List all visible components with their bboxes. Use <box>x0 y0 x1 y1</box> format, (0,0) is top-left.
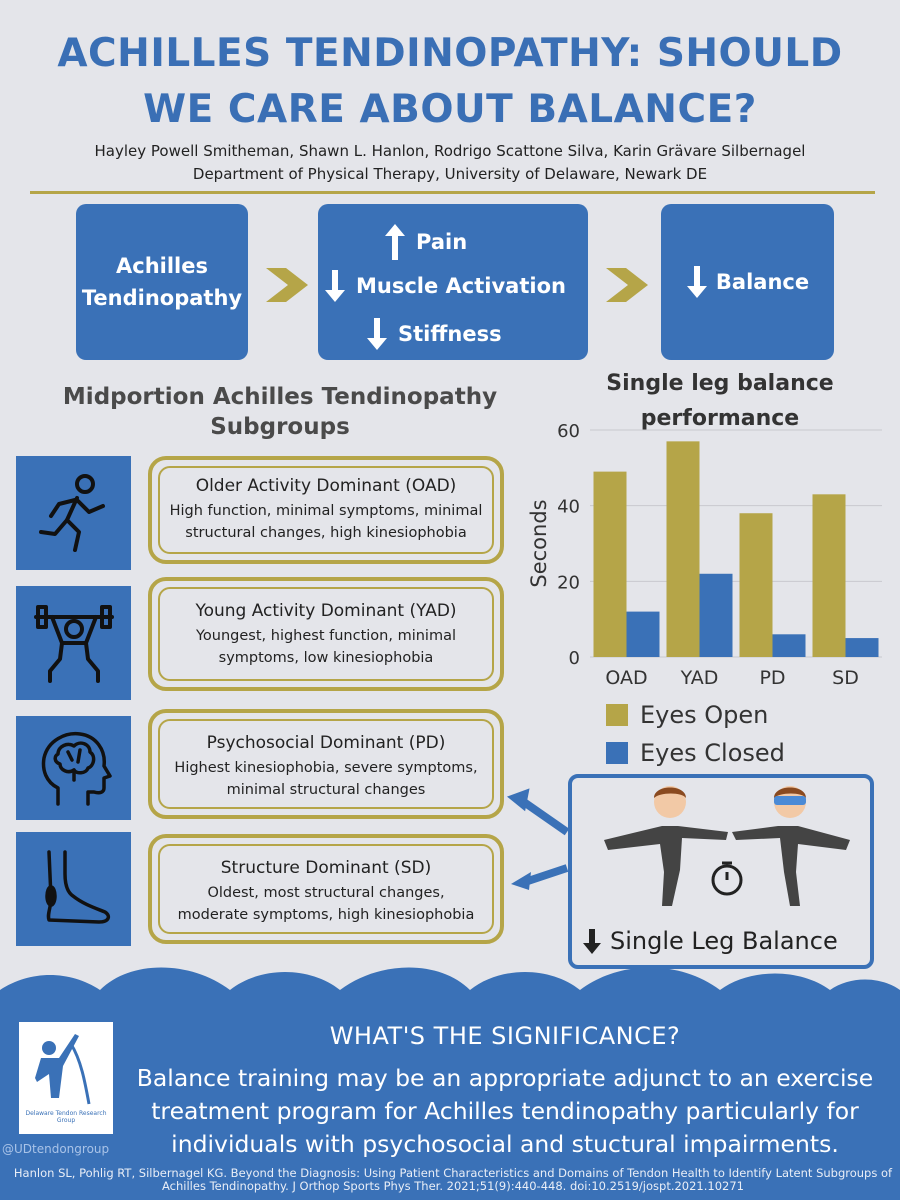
legend-swatch <box>606 704 628 726</box>
subgroup-description: Youngest, highest function, minimal symp… <box>160 625 492 669</box>
arrows-to-subgroups <box>506 788 570 890</box>
bar-eyes-open <box>666 441 700 657</box>
citation-line: Achilles Tendinopathy. J Orthop Sports P… <box>162 1179 744 1193</box>
subgroup-card-yad: Young Activity Dominant (YAD) Youngest, … <box>148 577 504 691</box>
y-tick-label: 0 <box>569 648 580 669</box>
arrow-down-icon <box>325 270 345 302</box>
subgroup-title: Structure Dominant (SD) <box>220 858 432 878</box>
flow-pain-label: Pain <box>416 230 468 254</box>
bar-eyes-closed <box>845 638 879 657</box>
y-tick-label: 20 <box>557 572 580 593</box>
authors-block: Hayley Powell Smitheman, Shawn L. Hanlon… <box>20 140 880 186</box>
logo-text: Delaware Tendon Research Group <box>25 1110 107 1124</box>
tendon-research-group-logo: Delaware Tendon Research Group <box>19 1022 113 1134</box>
flow-box-balance: Balance <box>661 204 834 360</box>
significance-background <box>0 967 900 1200</box>
subgroup-description: Highest kinesiophobia, severe symptoms, … <box>160 757 492 801</box>
subgroup-desc-line: moderate symptoms, high kinesiophobia <box>177 907 475 923</box>
subgroup-desc-line: High function, minimal symptoms, minimal <box>169 503 483 519</box>
x-tick-label: SD <box>832 667 859 689</box>
subgroup-desc-line: symptoms, low kinesiophobia <box>218 650 434 666</box>
flow-box-effects: Pain Muscle Activation Stiffness <box>318 204 588 360</box>
balance-figures-icon <box>604 786 850 906</box>
y-tick-label: 60 <box>557 421 580 442</box>
flow-box-achilles-line2: Tendinopathy <box>81 286 243 310</box>
significance-line: Balance training may be an appropriate a… <box>136 1064 874 1092</box>
poster-title: ACHILLES TENDINOPATHY: SHOULD WE CARE AB… <box>57 31 843 132</box>
significance-line: individuals with psychosocial and stuctu… <box>171 1130 839 1158</box>
citation-line: Hanlon SL, Pohlig RT, Silbernagel KG. Be… <box>13 1166 893 1180</box>
y-tick-label: 40 <box>557 497 580 518</box>
subgroups-heading: Midportion Achilles Tendinopathy Subgrou… <box>40 382 520 442</box>
flow-box-achilles-line1: Achilles <box>116 254 208 278</box>
single-leg-balance-label: Single Leg Balance <box>582 927 838 955</box>
subgroups-heading-line1: Midportion Achilles Tendinopathy <box>62 384 498 410</box>
subgroups-heading-line2: Subgroups <box>210 414 350 440</box>
x-tick-label: OAD <box>605 667 647 689</box>
significance-line: treatment program for Achilles tendinopa… <box>151 1097 859 1125</box>
flow-pain-row: Pain <box>384 222 467 262</box>
flow-box-achilles: Achilles Tendinopathy <box>76 204 248 360</box>
flow-balance-label: Balance <box>715 270 810 294</box>
chevron-right-icon <box>266 268 308 302</box>
arrow-down-icon <box>367 318 387 350</box>
author-list: Hayley Powell Smitheman, Shawn L. Hanlon… <box>94 142 806 160</box>
brain-head-icon <box>16 716 131 820</box>
bar-eyes-closed <box>626 611 660 657</box>
subgroup-card-oad: Older Activity Dominant (OAD) High funct… <box>148 456 504 564</box>
flow-muscle-label: Muscle Activation <box>356 274 566 298</box>
bar-eyes-open <box>739 513 773 657</box>
x-tick-label: PD <box>759 667 785 689</box>
x-tick-label: YAD <box>680 667 719 689</box>
bar-eyes-open <box>812 494 846 657</box>
flow-muscle-row: Muscle Activation <box>324 268 566 304</box>
subgroup-card-sd: Structure Dominant (SD) Oldest, most str… <box>148 834 504 944</box>
department: Department of Physical Therapy, Universi… <box>192 165 708 183</box>
weightlifter-icon <box>16 586 131 700</box>
bar-eyes-closed <box>772 634 806 657</box>
citation: Hanlon SL, Pohlig RT, Silbernagel KG. Be… <box>6 1167 900 1193</box>
arrow-up-icon <box>385 224 405 260</box>
subgroup-title: Older Activity Dominant (OAD) <box>195 476 457 496</box>
subgroup-desc-line: Oldest, most structural changes, <box>207 885 445 901</box>
subgroup-title: Young Activity Dominant (YAD) <box>195 601 457 621</box>
logo-figure-icon <box>35 1034 91 1105</box>
title-divider <box>30 191 875 194</box>
subgroup-desc-line: Youngest, highest function, minimal <box>195 628 456 644</box>
subgroup-title: Psychosocial Dominant (PD) <box>206 733 446 753</box>
bar-eyes-closed <box>699 573 733 657</box>
runner-icon <box>16 456 131 570</box>
subgroup-desc-line: Highest kinesiophobia, severe symptoms, <box>174 760 478 776</box>
legend-label: Eyes Closed <box>640 739 785 767</box>
twitter-handle[interactable]: @UDtendongroup <box>2 1142 110 1156</box>
balance-bar-chart: Single leg balance performance 0 20 40 60Seco… <box>527 371 882 767</box>
chevron-right-icon <box>606 268 648 302</box>
arrow-down-icon <box>686 266 707 298</box>
subgroup-description: Oldest, most structural changes, moderat… <box>160 882 492 926</box>
chart-title-line1: Single leg balance <box>606 371 833 396</box>
significance-body: Balance training may be an appropriate a… <box>110 1062 900 1161</box>
legend-label: Eyes Open <box>640 701 768 729</box>
arrow-down-icon <box>583 929 601 954</box>
legend-swatch <box>606 742 628 764</box>
chart-title-line2: performance <box>641 406 799 431</box>
flow-stiffness-label: Stiffness <box>398 322 502 346</box>
subgroup-desc-line: minimal structural changes <box>226 782 426 798</box>
significance-title: WHAT'S THE SIGNIFICANCE? <box>329 1022 681 1050</box>
subgroup-card-pd: Psychosocial Dominant (PD) Highest kines… <box>148 709 504 819</box>
flow-stiffness-row: Stiffness <box>366 316 502 352</box>
single-leg-balance-text: Single Leg Balance <box>610 927 838 955</box>
subgroup-description: High function, minimal symptoms, minimal… <box>160 500 492 544</box>
y-axis-label: Seconds <box>527 499 551 587</box>
single-leg-balance-box: Single Leg Balance <box>568 774 874 969</box>
foot-tendon-icon <box>16 832 131 946</box>
bar-eyes-open <box>593 471 627 657</box>
subgroup-desc-line: structural changes, high kinesiophobia <box>185 525 467 541</box>
